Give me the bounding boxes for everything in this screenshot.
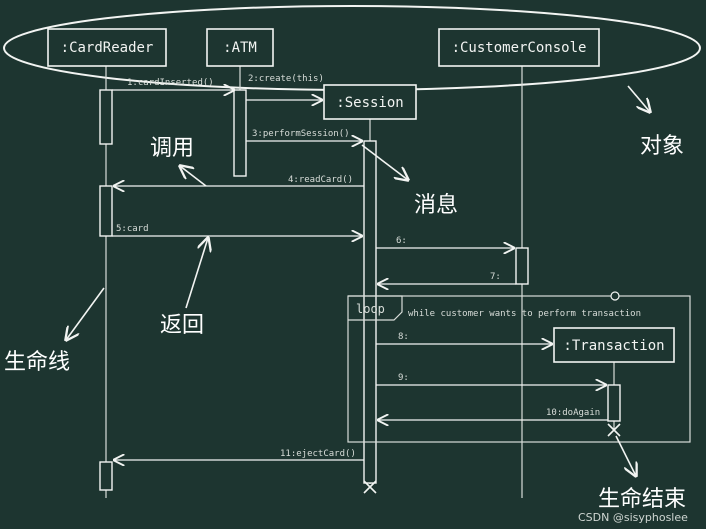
annotation-objects: 对象 [640,134,684,159]
object-session: :Session [323,84,417,120]
annotation-lifeline: 生命线 [4,350,70,375]
annotation-message-pointer [361,144,408,180]
object-atm-label: :ATM [223,40,257,56]
activation-atm [233,89,247,177]
message-2-label: 2:create(this) [248,74,324,84]
object-transaction-label: :Transaction [563,338,664,354]
object-card-reader-label: :CardReader [61,40,154,56]
annotation-end-pointer [615,435,636,476]
destroy-mark-transaction [607,423,621,437]
annotation-call: 调用 [150,136,194,161]
message-6-label: 6: [396,236,407,246]
loop-operator: loop [356,302,385,316]
message-3-label: 3:performSession() [252,129,350,139]
message-8-label: 8: [398,332,409,342]
activation-card-reader-3 [99,461,113,491]
annotation-call-pointer [180,166,207,187]
message-9-label: 9: [398,373,409,383]
object-transaction: :Transaction [553,327,675,363]
loop-fragment: loop while customer wants to perform tra… [347,291,691,443]
annotation-message: 消息 [414,193,458,218]
annotation-end-of-life: 生命结束 [598,487,686,512]
object-customer-console-label: :CustomerConsole [452,40,587,56]
annotation-return-pointer [185,238,208,309]
activation-customer-console [515,247,529,285]
object-customer-console: :CustomerConsole [438,28,600,67]
annotation-lifeline-pointer [66,287,105,340]
message-1-label: 1:cardInserted() [127,78,214,88]
object-atm: :ATM [206,28,274,67]
activation-session [363,140,377,484]
annotation-return: 返回 [160,313,204,338]
annotation-objects-pointer [627,85,650,112]
loop-marker [610,291,620,301]
message-11-label: 11:ejectCard() [280,449,356,459]
message-10-label: 10:doAgain [546,408,600,418]
activation-card-reader-1 [99,89,113,145]
message-7-label: 7: [490,272,501,282]
message-4-label: 4:readCard() [288,175,353,185]
object-session-label: :Session [336,95,403,111]
credit-watermark: CSDN @sisyphoslee [578,511,688,524]
activation-card-reader-2 [99,185,113,237]
object-card-reader: :CardReader [47,28,167,67]
loop-guard: while customer wants to perform transact… [408,309,641,319]
message-5-label: 5:card [116,224,149,234]
activation-transaction [607,384,621,422]
destroy-mark-session [363,480,377,494]
